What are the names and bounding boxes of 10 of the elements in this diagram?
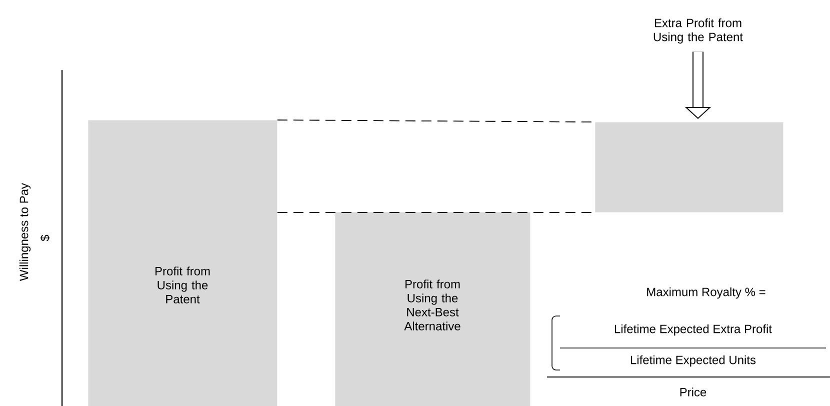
numerator-text: Lifetime Expected Extra Profit xyxy=(560,324,826,348)
axis-label: Willingness to Pay xyxy=(19,183,31,281)
formula-text: Maximum Royalty % = xyxy=(647,287,766,299)
axis-label: $ xyxy=(40,234,50,242)
denominator-text: Lifetime Expected Units xyxy=(630,355,756,367)
denominator-text: Price xyxy=(680,388,706,396)
callout-text: Extra Profit from Using the Patent xyxy=(654,18,743,44)
extra-profit-bar xyxy=(595,122,784,212)
profit-bar: Profit from Using the Patent xyxy=(88,120,278,406)
profit-bar: Profit from Using the Next-Best Alternative xyxy=(335,212,530,406)
